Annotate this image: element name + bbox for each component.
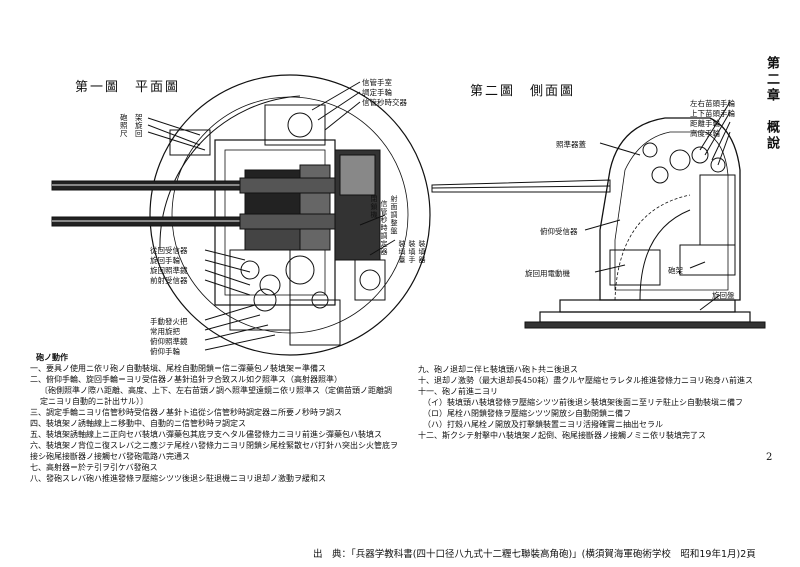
text-item-5: 五、裝填架誘軸線上ニ正向セバ裝填ハ彈藥包其底ヲ支ヘタル儘發條力ニヨリ前進シ彈藥包… [30, 430, 382, 439]
fig1-label-rammer: 裝填器 [418, 240, 426, 264]
fig1-label-breech: 閉鎖機 [370, 195, 378, 219]
fig1-title: 第一圖 平面圖 [75, 80, 181, 95]
fig1-left2-char-2: 旋 [135, 121, 143, 130]
text-item-1: 一、要具ノ使用ニ依リ砲ノ自動裝塡、尾栓自動閉鎖＝信ニ彈藥包ノ裝填架＝準備ス [30, 364, 326, 373]
fig2-label-range: 距離手輪 [690, 119, 720, 128]
page-number: 2 [766, 452, 773, 463]
fig1-label-loading-tray: 裝填臺 [398, 240, 406, 264]
fig1-left2-char-3: 回 [135, 129, 143, 138]
fig2-label-train-disc: 旋回盤 [712, 291, 735, 300]
text-item-2-note: 〔砲側照準ノ際ハ距離、高度、上下、左右苗頭ノ調ヘ照準望遠鏡ニ依リ照準ス（定偏苗頭… [40, 386, 392, 406]
fig2-label-altitude: 高度手輪 [690, 129, 720, 138]
fig1-label-manual-firing: 手動發火把 [150, 317, 188, 326]
fig1-label-left-b: 架 旋 回 [135, 114, 143, 138]
fig1-label-train-receiver: 從回受信器 [150, 246, 188, 255]
fig1-label-adjust-plate: 射面調整盤 [390, 195, 398, 235]
fig1-plan-drawing [51, 74, 431, 356]
text-item-11-c: （ハ）打殼ハ尾栓ノ開放及打擊鎖裝置ニヨリ活撥確實ニ抽出セラル [423, 420, 663, 429]
fig1-left-char-1: 砲 [120, 113, 128, 122]
fig1-label-train-handwheel: 旋回手輪 [150, 256, 180, 265]
fig2-label-sight-cover: 照準器蓋 [556, 140, 586, 149]
text-item-4: 四、裝填架ノ誘軸線上ニ移動中、自動的ニ信管秒時ヲ調定ス [30, 419, 246, 428]
fig1-left-char-2: 照 [120, 121, 128, 130]
fig1-label-fuze-operator: 信管手室 [362, 78, 392, 87]
fig2-label-pedestal: 砲架 [668, 266, 683, 275]
text-item-2: 二、俯仰手輪、旋回手輪＝ヨリ受信器ノ基針追針ヲ合致スル如ク照準ス（高射器照準） [30, 375, 342, 384]
fig2-label-train-motor: 旋回用電動機 [525, 269, 570, 278]
text-left-column: 砲ノ動作 一、要具ノ使用ニ依リ砲ノ自動裝塡、尾栓自動閉鎖＝信ニ彈藥包ノ裝填架＝準… [30, 352, 410, 484]
fig1-label-elev-receiver: 前射受信器 [150, 276, 188, 285]
text-item-3: 三、調定手輪ニヨリ信管秒時受信器ノ基針ト追從シ信管秒時調定器ニ所要ノ秒時ヲ調ス [30, 408, 342, 417]
fig1-label-elev-telescope: 俯仰照準鏡 [150, 337, 188, 346]
text-item-11-a: （イ）裝填頭ハ裝填發條ヲ壓縮シツツ前後退シ裝填架後面ニ至リテ駐止シ自動裝塡ニ備フ [423, 398, 743, 407]
text-item-8: 八、發砲スレバ砲ハ推進發條ヲ壓縮シツツ後退シ駐退機ニヨリ退却ノ激動ヲ緩和ス [30, 474, 326, 483]
text-item-11-b: （ロ）尾栓ハ閉鎖發條ヲ壓縮シツツ開放シ自動閉鎖ニ備フ [423, 409, 631, 418]
fig1-label-fuze-setter: 信管秒時調定器 [380, 200, 388, 256]
text-item-11: 十一、砲ノ前進ニヨリ [418, 387, 498, 396]
text-item-6: 六、裝填架ノ背位ニ復スレバ之ニ應ジテ尾栓ハ發條力ニヨリ閉鎖シ尾栓緊散セバ打針ハ突… [30, 441, 398, 461]
fig2-label-deflection-ud: 上下苗頭手輪 [690, 109, 735, 118]
fig2-side-drawing [431, 101, 766, 329]
chapter-heading: 第二章 概說 [764, 56, 779, 152]
text-right-column: 九、砲ノ退却ニ伴ヒ裝填頭ハ砲ト共ニ後退ス 十、退却ノ激勢（最大退却長450耗）盡… [418, 364, 758, 441]
text-item-9: 九、砲ノ退却ニ伴ヒ裝填頭ハ砲ト共ニ後退ス [418, 365, 578, 374]
fig1-left-char-3: 尺 [120, 129, 128, 138]
section-heading: 砲ノ動作 [36, 352, 68, 362]
fig2-label-elev-receiver: 俯仰受信器 [540, 227, 578, 236]
fig1-label-common-handle: 常用旋把 [150, 327, 180, 336]
fig1-label-setting-handwheel: 調定手輪 [362, 88, 392, 97]
fig1-label-fuze-receiver: 信管秒時交器 [362, 98, 407, 107]
fig2-label-deflection-lr: 左右苗頭手輪 [690, 99, 735, 108]
source-citation: 出 典：「兵器学教科書(四十口径八九式十二糎七聯裝高角砲)」(横須賀海軍砲術学校… [313, 549, 756, 560]
fig1-label-left-a: 砲 照 尺 [120, 114, 128, 138]
text-item-7: 七、高射器＝於テ引ヲ引ケバ發砲ス [30, 463, 158, 472]
fig1-label-train-telescope: 旋回照準鏡 [150, 266, 188, 275]
fig1-label-elev-handwheel: 俯仰手輪 [150, 347, 180, 356]
text-item-10: 十、退却ノ激勢（最大退却長450耗）盡クルヤ壓縮セラレタル推進發條力ニヨリ砲身ハ… [418, 376, 754, 385]
fig1-left2-char-1: 架 [135, 113, 143, 122]
text-item-12: 十二、斯クシテ射擊中ハ裝填架ノ起倒、砲尾接斷器ノ接觸ノミニ依リ裝填完了ス [418, 431, 706, 440]
fig1-label-loader: 裝填手 [408, 240, 416, 264]
fig2-title: 第二圖 側面圖 [470, 84, 576, 99]
